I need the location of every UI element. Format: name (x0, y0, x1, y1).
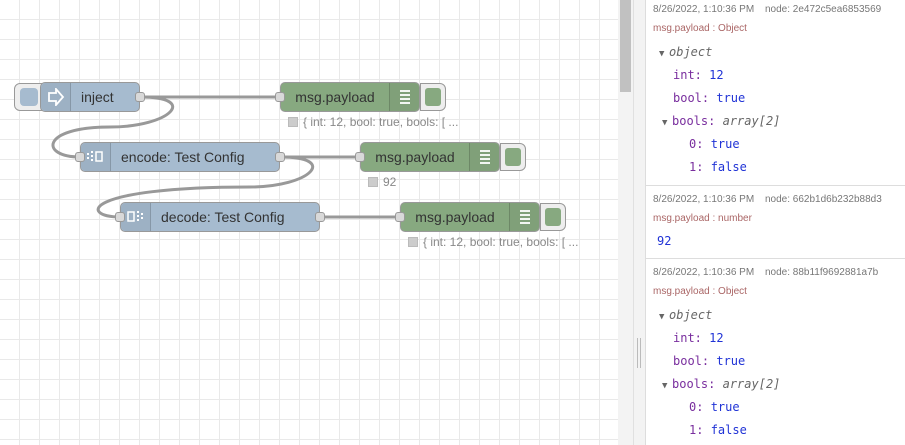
wires-layer (51, 95, 400, 219)
tree-row-int: int: 12 (673, 331, 724, 345)
debug-2-status: 92 (368, 175, 396, 189)
list-icon (509, 203, 539, 231)
debug-node-1-label: msg.payload (295, 89, 375, 105)
debug-node-3-label: msg.payload (415, 209, 495, 225)
tree-row-int: int: 12 (673, 68, 724, 82)
encode-icon (81, 143, 111, 171)
message-topic: msg.payload : Object (653, 23, 747, 34)
message-meta: 8/26/2022, 1:10:36 PM node: 88b11f969288… (646, 267, 905, 278)
debug-message: 8/26/2022, 1:10:36 PM node: 88b11f969288… (646, 259, 905, 445)
debug-message: 8/26/2022, 1:10:36 PM node: 662b1d6b232b… (646, 186, 905, 259)
message-topic: msg.payload : Object (653, 286, 747, 297)
splitter-grip[interactable] (637, 338, 641, 368)
expand-triangle-icon[interactable]: ▼ (659, 49, 665, 59)
expand-triangle-icon[interactable]: ▼ (662, 381, 668, 391)
message-node-link[interactable]: node: 88b11f9692881a7b (764, 267, 879, 278)
message-timestamp: 8/26/2022, 1:10:36 PM (653, 4, 755, 15)
debug-1-status: { int: 12, bool: true, bools: [ ... (288, 115, 458, 129)
message-tree: ▼object int: 12 bool: true ▼bools: array… (646, 41, 905, 179)
debug-message: 8/26/2022, 1:10:36 PM node: 2e472c5ea685… (646, 0, 905, 186)
status-dot (368, 177, 378, 187)
debug-sidebar: 8/26/2022, 1:10:36 PM node: 2e472c5ea685… (645, 0, 905, 445)
expand-triangle-icon[interactable]: ▼ (659, 312, 665, 322)
tree-row-bool: bool: true (673, 354, 746, 368)
encode-input-port[interactable] (75, 152, 85, 162)
message-node-link[interactable]: node: 662b1d6b232b88d3 (764, 194, 882, 205)
message-node-link[interactable]: node: 2e472c5ea6853569 (764, 4, 882, 15)
wire-inject-encode[interactable] (51, 95, 175, 159)
message-timestamp: 8/26/2022, 1:10:36 PM (653, 267, 755, 278)
tree-row-item-0: 0: true (689, 400, 740, 414)
tree-row-object[interactable]: ▼object (646, 304, 905, 327)
tree-row-bool: bool: true (673, 91, 746, 105)
decode-node[interactable]: decode: Test Config (115, 202, 325, 232)
message-timestamp: 8/26/2022, 1:10:36 PM (653, 194, 755, 205)
debug-2-status-text: 92 (383, 175, 397, 189)
debug-node-2-label: msg.payload (375, 149, 455, 165)
tree-row-item-1: 1: false (689, 423, 747, 437)
status-dot (408, 237, 418, 247)
encode-output-port[interactable] (275, 152, 285, 162)
tree-row-item-1: 1: false (689, 160, 747, 174)
status-dot (288, 117, 298, 127)
debug-1-toggle-button[interactable] (420, 83, 446, 111)
list-icon (389, 83, 419, 111)
arrow-right-icon (41, 83, 71, 111)
decode-output-port[interactable] (315, 212, 325, 222)
sidebar-splitter[interactable] (633, 0, 645, 445)
list-icon (469, 143, 499, 171)
inject-node[interactable]: inject (40, 82, 145, 112)
canvas-scrollbar[interactable] (618, 0, 633, 445)
tree-row-item-0: 0: true (689, 137, 740, 151)
decode-node-label: decode: Test Config (161, 209, 285, 225)
expand-triangle-icon[interactable]: ▼ (662, 118, 668, 128)
tree-row-object[interactable]: ▼object (646, 41, 905, 64)
message-meta: 8/26/2022, 1:10:36 PM node: 2e472c5ea685… (646, 4, 905, 15)
message-topic: msg.payload : number (653, 213, 752, 224)
message-meta: 8/26/2022, 1:10:36 PM node: 662b1d6b232b… (646, 194, 905, 205)
debug-3-status-text: { int: 12, bool: true, bools: [ ... (423, 235, 579, 249)
tree-row-bools[interactable]: ▼bools: array[2] (646, 373, 905, 396)
debug-2-input-port[interactable] (355, 152, 365, 162)
debug-3-toggle-button[interactable] (540, 203, 566, 231)
encode-node[interactable]: encode: Test Config (75, 142, 285, 172)
debug-3-status: { int: 12, bool: true, bools: [ ... (408, 235, 578, 249)
debug-2-toggle-button[interactable] (500, 143, 526, 171)
wire-encode-decode[interactable] (96, 155, 315, 219)
decode-icon (121, 203, 151, 231)
encode-node-label: encode: Test Config (121, 149, 245, 165)
canvas-scrollbar-thumb[interactable] (620, 0, 631, 92)
debug-node-3[interactable]: msg.payload (395, 202, 540, 232)
debug-node-1[interactable]: msg.payload (275, 82, 420, 112)
debug-1-input-port[interactable] (275, 92, 285, 102)
inject-output-port[interactable] (135, 92, 145, 102)
debug-node-2[interactable]: msg.payload (355, 142, 500, 172)
inject-node-label: inject (81, 89, 114, 105)
tree-row-bools[interactable]: ▼bools: array[2] (646, 110, 905, 133)
debug-1-status-text: { int: 12, bool: true, bools: [ ... (303, 115, 459, 129)
debug-3-input-port[interactable] (395, 212, 405, 222)
flow-canvas[interactable]: inject msg.payload { int: 12, bool: true… (0, 0, 618, 445)
message-tree: ▼object int: 12 bool: true ▼bools: array… (646, 304, 905, 442)
message-value: 92 (657, 234, 672, 248)
decode-input-port[interactable] (115, 212, 125, 222)
